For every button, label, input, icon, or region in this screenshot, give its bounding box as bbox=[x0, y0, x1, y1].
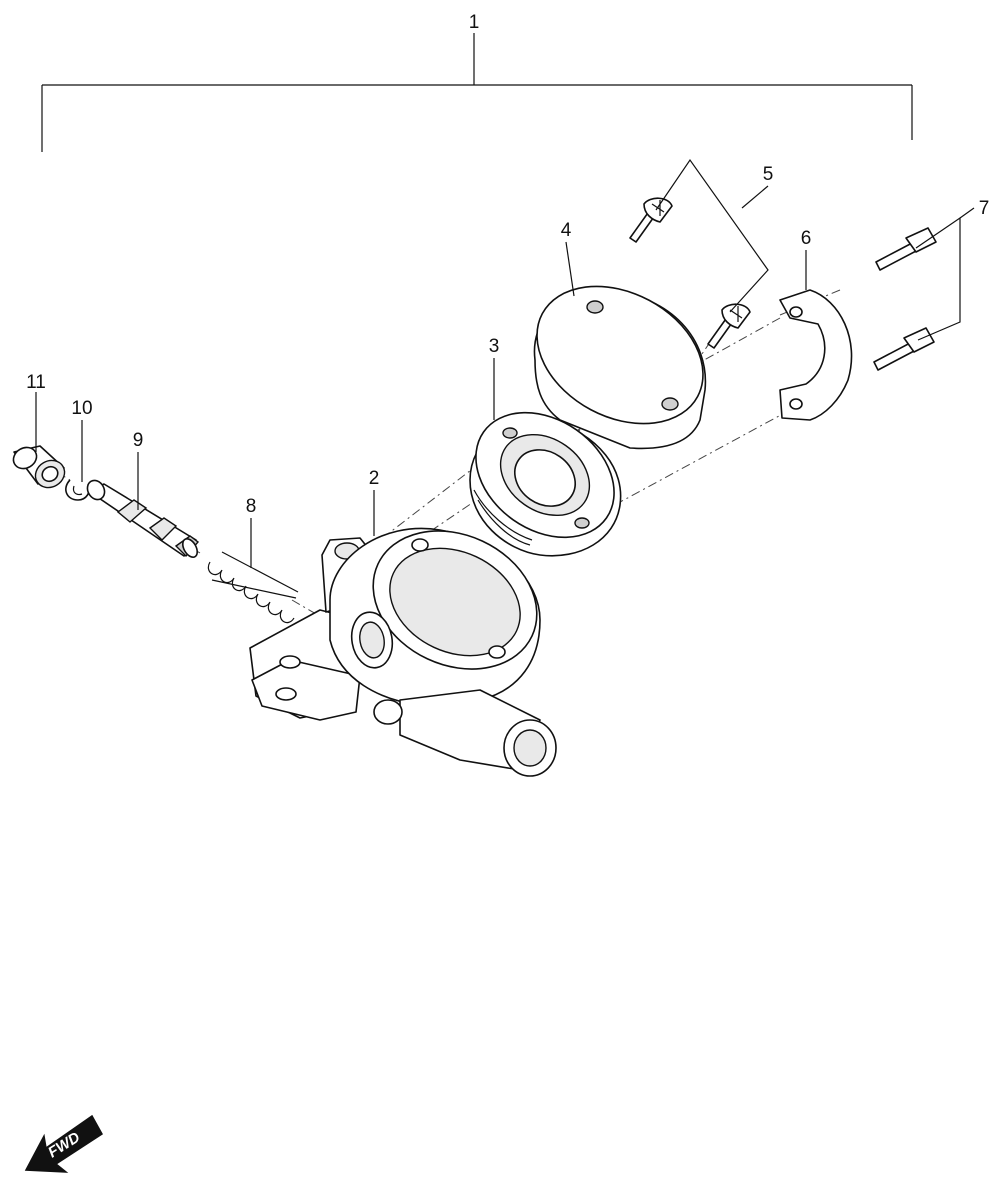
fwd-arrow-icon: FWD bbox=[24, 1114, 103, 1173]
callout-8: 8 bbox=[246, 496, 257, 517]
part-2-housing bbox=[249, 527, 557, 777]
part-4-cover bbox=[533, 285, 707, 450]
part-10-e-clip bbox=[65, 479, 91, 501]
callout-7: 7 bbox=[979, 198, 990, 219]
callout-10: 10 bbox=[71, 398, 92, 419]
part-3-ring bbox=[469, 411, 622, 557]
callout-6: 6 bbox=[801, 228, 812, 249]
callout-5: 5 bbox=[763, 164, 774, 185]
part-9-valve-spool bbox=[86, 479, 200, 558]
part-8-spring bbox=[207, 551, 299, 624]
leader-lines bbox=[35, 158, 975, 568]
part-5-screws bbox=[629, 197, 751, 349]
callout-11: 11 bbox=[26, 372, 46, 393]
assembly-bracket bbox=[41, 33, 913, 152]
callout-4: 4 bbox=[561, 220, 572, 241]
part-6-clamp bbox=[779, 289, 853, 421]
part-11-cap bbox=[12, 445, 66, 489]
callout-9: 9 bbox=[133, 430, 144, 451]
callout-2: 2 bbox=[369, 468, 380, 489]
callout-1: 1 bbox=[469, 12, 480, 33]
callout-3: 3 bbox=[489, 336, 500, 357]
callout-labels: 1 2 3 4 5 6 7 8 9 10 11 bbox=[26, 12, 989, 517]
part-7-bolts bbox=[873, 227, 937, 371]
